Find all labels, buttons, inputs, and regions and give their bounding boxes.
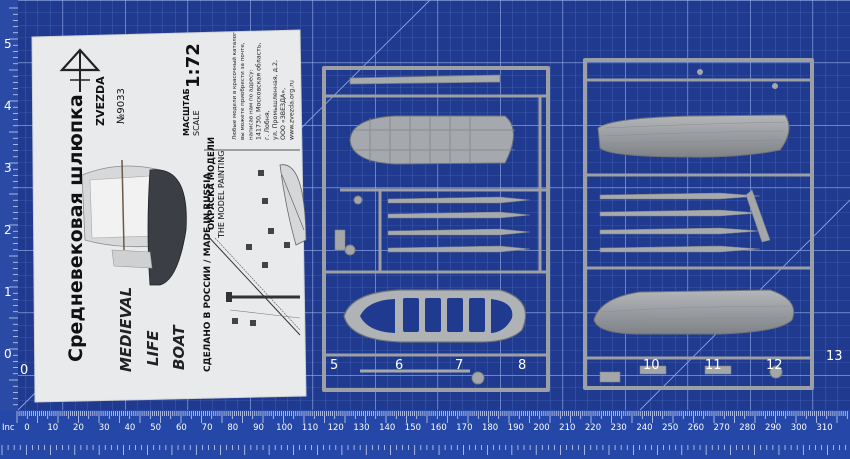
ruler-label: 250 (662, 423, 678, 433)
address-line: www.zvezda.org.ru (288, 80, 295, 140)
ruler-label: 40 (124, 423, 135, 433)
ruler-label: 0 (24, 423, 29, 433)
mat-grid-number: 0 (20, 363, 28, 378)
ruler-label: 180 (482, 423, 498, 433)
part-hull-upper (597, 114, 790, 158)
ruler-label: 150 (405, 423, 421, 433)
kit-number: №9033 (116, 88, 127, 124)
title-russian: Средневековая шлюпка (65, 94, 87, 362)
bottom-ruler-ticks (1, 411, 848, 455)
address-line: вы можете приобрести за почте, (240, 42, 246, 140)
ruler-label: 260 (688, 423, 704, 433)
address-line: г. Лобня, (263, 110, 271, 140)
ruler-label: 120 (328, 423, 344, 433)
sprue-left-parts (334, 74, 531, 385)
sprue-frame-left (322, 66, 550, 392)
ruler-label: 2 (4, 223, 12, 237)
ruler-label: 280 (739, 423, 755, 433)
svg-text:10: 10 (643, 358, 660, 373)
ruler-label: 290 (765, 423, 781, 433)
boat-illustration (81, 159, 187, 286)
ruler-label: 140 (379, 423, 395, 433)
address-line: 141730, Московская область, (255, 42, 263, 140)
address-line: ООО «ЗВЕЗДА», (280, 88, 287, 140)
mat-grid-numbers: 0 (20, 363, 28, 378)
ruler-label: 170 (456, 423, 472, 433)
address-line: Любые модели в красочный каталог (231, 32, 238, 140)
ruler-label: 30 (99, 423, 110, 433)
title-english-line-1: MEDIEVAL (117, 287, 135, 372)
ruler-label: 0 (4, 347, 12, 361)
ruler-label: 1 (4, 285, 12, 299)
part-hull-lower (593, 289, 795, 335)
part-oars-right (599, 192, 761, 253)
ruler-label: 90 (253, 423, 264, 433)
part-deck-grating (349, 115, 514, 165)
ruler-label: 130 (353, 423, 369, 433)
svg-text:8: 8 (518, 358, 526, 373)
ruler-label: 110 (302, 423, 318, 433)
part-spar-top (349, 74, 501, 85)
ruler-label: 5 (4, 37, 12, 51)
ruler-label: 4 (4, 99, 12, 113)
bottom-ruler (0, 410, 850, 459)
svg-text:5: 5 (330, 358, 338, 373)
ruler-label: 70 (202, 423, 213, 433)
svg-text:13: 13 (826, 349, 843, 364)
ruler-label: 310 (816, 423, 832, 433)
scale-label-ru: МАСШТАБ (182, 88, 191, 136)
sprue-left-numbers: 5 6 7 8 (330, 358, 526, 373)
ruler-label: 3 (4, 161, 12, 175)
address-line: написав нам по адресу: (248, 69, 254, 140)
bottom-ruler-labels: Inc 0 10 20 30 40 50 60 70 80 90 100 110 120 130 140 150… (2, 423, 833, 433)
painting-diagram (204, 164, 307, 336)
ruler-label: 50 (150, 423, 161, 433)
ruler-label: 160 (431, 423, 447, 433)
ruler-label: 190 (508, 423, 524, 433)
svg-text:12: 12 (766, 358, 783, 373)
left-ruler-ticks (9, 7, 18, 406)
ruler-label: 200 (533, 423, 549, 433)
painting-heading-en: THE MODEL PAINTING (217, 151, 226, 239)
ruler-label: 210 (559, 423, 575, 433)
address-line: ул. Промышленная, д.2, (272, 60, 279, 140)
part-oars (387, 196, 531, 253)
left-ruler (0, 0, 18, 410)
ruler-label: 230 (611, 423, 627, 433)
ruler-label: 60 (176, 423, 187, 433)
ruler-label: 10 (47, 423, 58, 433)
title-english-line-2: LIFE (144, 330, 162, 366)
scale-label-en: SCALE (192, 110, 201, 136)
ruler-label: Inc (2, 423, 15, 433)
zvezda-logo (59, 48, 101, 92)
ruler-label: 270 (714, 423, 730, 433)
made-in-russia: СДЕЛАНО В РОССИИ / MADE IN RUSSIA (203, 173, 213, 372)
svg-text:6: 6 (395, 358, 403, 373)
title-english-line-3: BOAT (170, 324, 188, 370)
painting-heading-ru: ОКРАСКА МОДЕЛИ (207, 137, 217, 230)
ruler-label: 300 (791, 423, 807, 433)
svg-text:11: 11 (705, 358, 722, 373)
left-ruler-labels: 5 4 3 2 1 0 (4, 37, 12, 361)
sprue-frame-right (583, 58, 814, 390)
scale-value: 1:72 (183, 43, 204, 88)
sprue-right-parts (593, 69, 795, 383)
ruler-label: 20 (73, 423, 84, 433)
ruler-label: 80 (227, 423, 238, 433)
brand-text: ZVEZDA (94, 76, 107, 126)
instruction-sheet: ZVEZDA №9033 Средневековая шлюпка MEDIEV… (31, 29, 307, 403)
ruler-label: 240 (636, 423, 652, 433)
ruler-label: 220 (585, 423, 601, 433)
ruler-label: 100 (276, 423, 292, 433)
svg-text:7: 7 (455, 358, 463, 373)
sprue-right-numbers: 10 11 12 13 (643, 349, 843, 373)
